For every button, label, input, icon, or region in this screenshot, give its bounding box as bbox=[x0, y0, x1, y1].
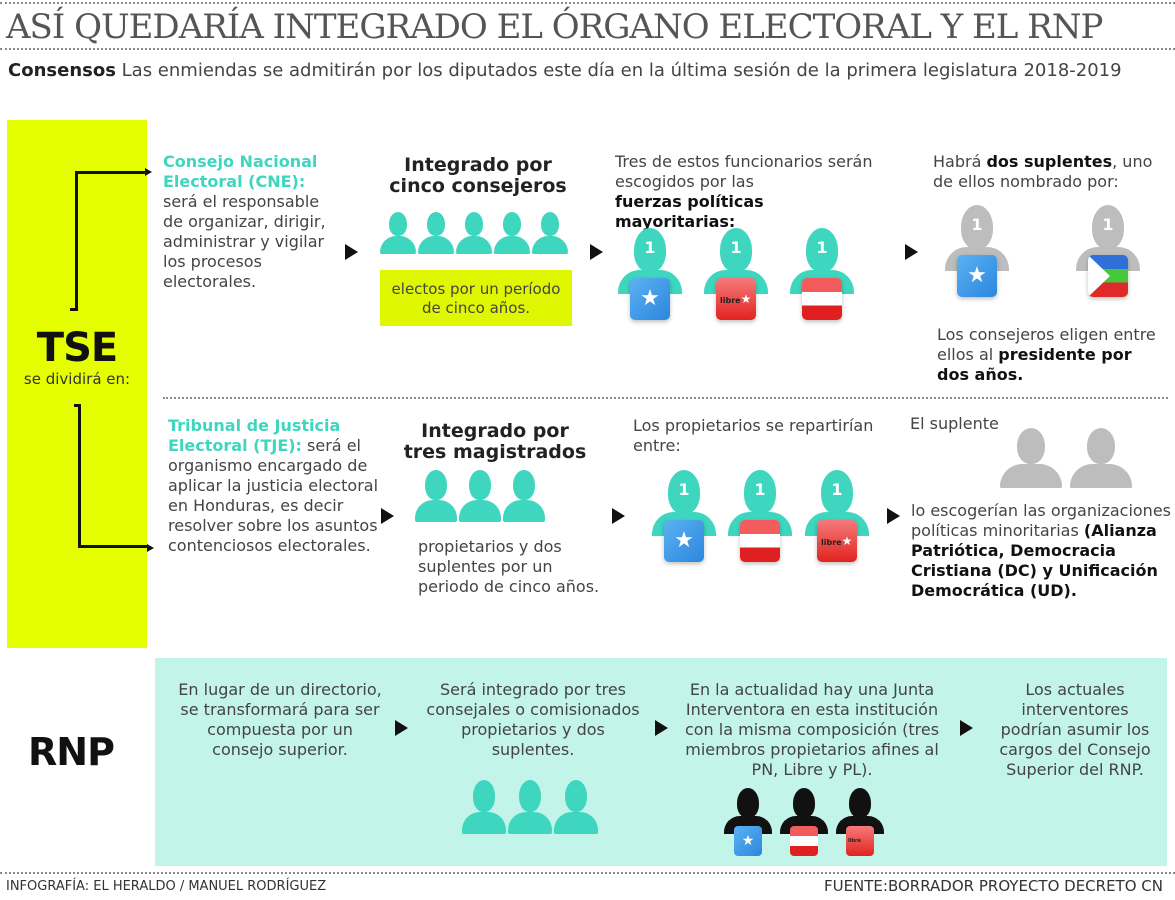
pn-flag-icon: ★ bbox=[630, 278, 670, 320]
pl-flag-icon bbox=[790, 826, 818, 856]
arrow-icon bbox=[905, 244, 918, 260]
cne-president-text: Los consejeros eligen entre ellos al pre… bbox=[937, 325, 1156, 384]
tje-description: Tribunal de Justicia Electoral (TJE): se… bbox=[168, 416, 379, 555]
tje-members-icons bbox=[415, 470, 545, 524]
tse-sublabel: se dividirá en: bbox=[23, 370, 131, 388]
source: FUENTE:BORRADOR PROYECTO DECRETO CN bbox=[823, 877, 1163, 895]
tse-label: TSE bbox=[36, 325, 118, 371]
cne-majority-text: Tres de estos funcionarios serán escogid… bbox=[615, 152, 873, 231]
title-divider bbox=[0, 48, 1175, 50]
tje-substitute-text: lo escogerían las organizaciones polític… bbox=[911, 501, 1171, 600]
cne-substitutes-text: Habrá dos suplentes, uno de ellos nombra… bbox=[933, 152, 1153, 191]
person-icon bbox=[1000, 428, 1062, 490]
bracket-foot-bottom bbox=[74, 404, 81, 407]
footer-divider bbox=[0, 872, 1175, 874]
arrow-icon bbox=[612, 508, 625, 524]
cne-members-icons bbox=[380, 212, 568, 256]
party-figure-pl: 1 bbox=[728, 470, 792, 570]
person-icon bbox=[380, 212, 416, 256]
interventor-figure-pl bbox=[780, 788, 828, 860]
rnp-step-2: Será integrado por tres consejales o com… bbox=[426, 680, 640, 759]
pn-flag-icon: ★ bbox=[734, 826, 762, 856]
subtitle-lead: Consensos bbox=[8, 60, 116, 81]
person-icon bbox=[459, 470, 501, 524]
section-divider bbox=[163, 397, 1168, 399]
person-icon bbox=[418, 212, 454, 256]
person-icon bbox=[494, 212, 530, 256]
bracket-foot-top bbox=[70, 308, 78, 311]
pn-flag-icon: ★ bbox=[957, 255, 997, 297]
libre-flag-icon: libre★ bbox=[817, 520, 857, 562]
party-figure-pl: 1 bbox=[790, 228, 854, 328]
arrow-icon bbox=[395, 720, 408, 736]
rnp-panel bbox=[155, 658, 1167, 866]
bracket-to-tje bbox=[78, 404, 148, 548]
arrow-head-tje bbox=[147, 544, 154, 552]
rnp-members-icons bbox=[462, 780, 598, 836]
bracket-to-cne bbox=[75, 171, 145, 311]
subtitle: Consensos Las enmiendas se admitirán por… bbox=[8, 58, 1158, 83]
dc-flag-icon bbox=[1088, 255, 1128, 297]
tje-substitute-label: El suplente bbox=[910, 414, 999, 433]
person-icon bbox=[503, 470, 545, 524]
substitute-figure-dc: 1 bbox=[1076, 205, 1140, 305]
person-icon bbox=[456, 212, 492, 256]
party-figure-pn: 1 ★ bbox=[618, 228, 682, 328]
tje-name: Tribunal de Justicia Electoral (TJE): bbox=[168, 416, 341, 455]
cne-name: Consejo Nacional Electoral (CNE): bbox=[163, 152, 318, 191]
pl-flag-icon bbox=[802, 278, 842, 320]
cne-description: Consejo Nacional Electoral (CNE): será e… bbox=[163, 152, 326, 291]
rnp-step-4: Los actuales interventores podrían asumi… bbox=[999, 680, 1151, 779]
person-icon bbox=[415, 470, 457, 524]
arrow-icon bbox=[381, 508, 394, 524]
arrow-icon bbox=[960, 720, 973, 736]
party-figure-libre: 1 libre★ bbox=[805, 470, 869, 570]
pn-flag-icon: ★ bbox=[664, 520, 704, 562]
arrow-icon bbox=[655, 720, 668, 736]
person-icon bbox=[1070, 428, 1132, 490]
tje-term-note: propietarios y dos suplentes por un peri… bbox=[418, 537, 600, 596]
libre-flag-icon: libre★ bbox=[716, 278, 756, 320]
tje-owners-intro: Los propietarios se repartirían entre: bbox=[633, 416, 874, 455]
interventor-figure-libre: libre bbox=[836, 788, 884, 860]
subtitle-text: Las enmiendas se admitirán por los diput… bbox=[115, 60, 1122, 81]
arrow-head-cne bbox=[145, 168, 152, 176]
arrow-icon bbox=[345, 244, 358, 260]
rnp-step-1: En lugar de un directorio, se transforma… bbox=[178, 680, 382, 759]
person-icon bbox=[462, 780, 506, 836]
person-icon bbox=[554, 780, 598, 836]
person-icon bbox=[508, 780, 552, 836]
rnp-label: RNP bbox=[28, 730, 115, 774]
libre-flag-icon: libre bbox=[846, 826, 874, 856]
tje-substitute-icons bbox=[1000, 428, 1132, 490]
interventor-figure-pn: ★ bbox=[724, 788, 772, 860]
rnp-step-3: En la actualidad hay una Junta Intervent… bbox=[684, 680, 940, 779]
credit: INFOGRAFÍA: EL HERALDO / MANUEL RODRÍGUE… bbox=[6, 879, 327, 894]
person-icon bbox=[532, 212, 568, 256]
tje-composition-heading: Integrado por tres magistrados bbox=[403, 420, 587, 463]
arrow-icon bbox=[590, 244, 603, 260]
pl-flag-icon bbox=[740, 520, 780, 562]
page-title: ASÍ QUEDARÍA INTEGRADO EL ÓRGANO ELECTOR… bbox=[6, 7, 1103, 47]
top-divider bbox=[0, 2, 1175, 4]
cne-composition-heading: Integrado por cinco consejeros bbox=[389, 154, 567, 197]
cne-term-note: electos por un período de cinco años. bbox=[380, 270, 572, 326]
arrow-icon bbox=[887, 508, 900, 524]
substitute-figure-pn: 1 ★ bbox=[945, 205, 1009, 305]
party-figure-libre: 1 libre★ bbox=[704, 228, 768, 328]
party-figure-pn: 1 ★ bbox=[652, 470, 716, 570]
